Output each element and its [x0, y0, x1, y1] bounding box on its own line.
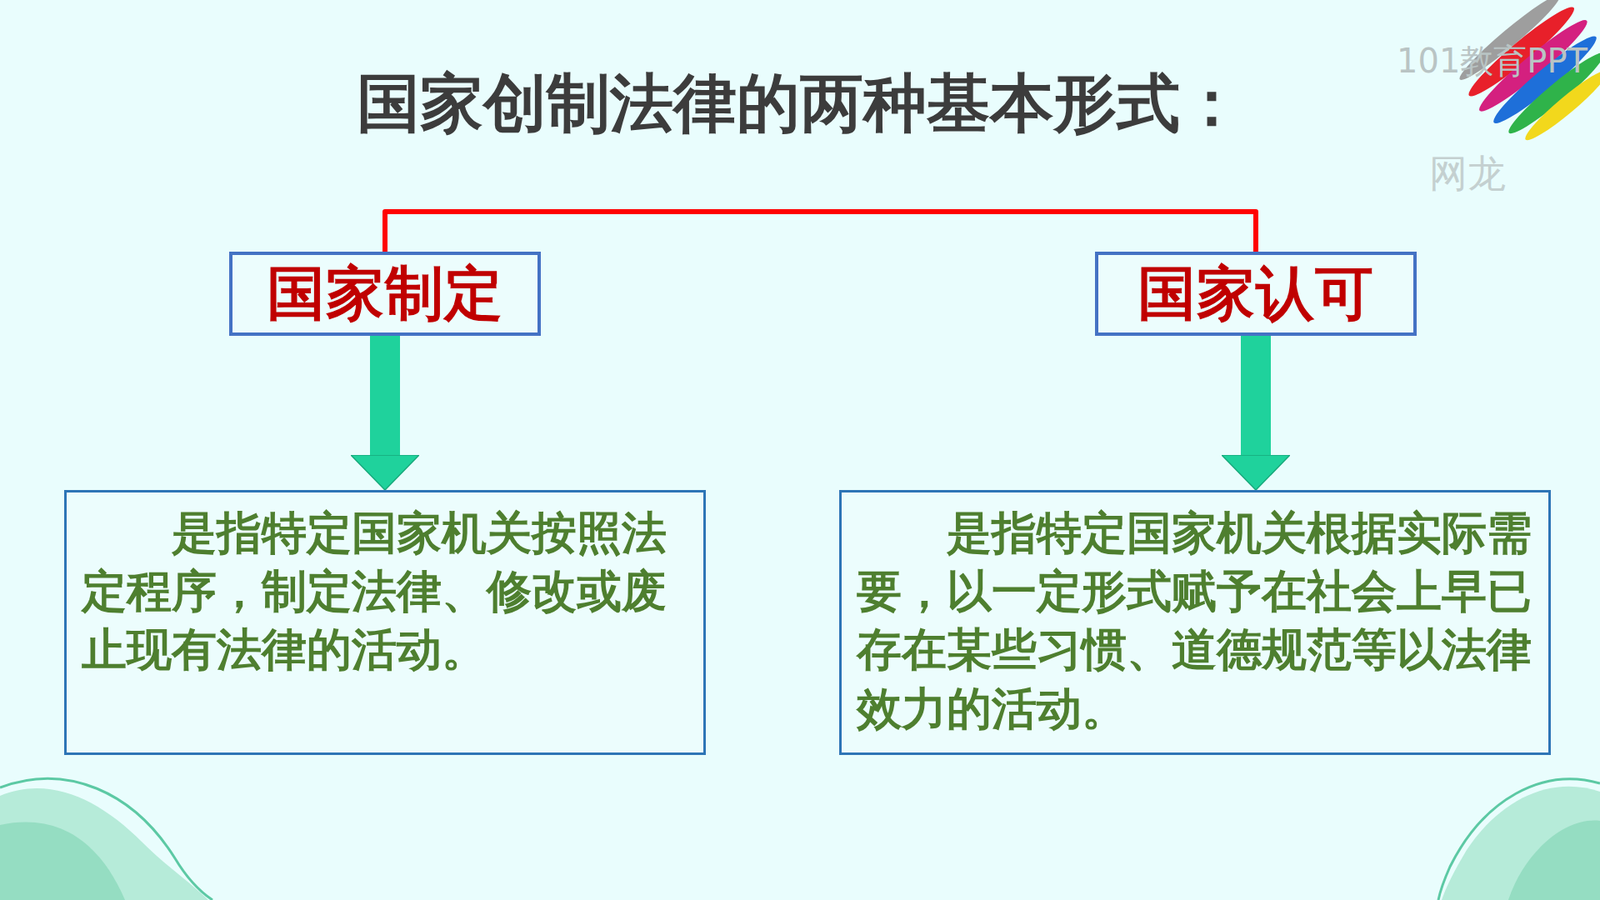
definition-text: 是指特定国家机关根据实际需要，以一定形式赋予在社会上早已存在某些习惯、道德规范等… [856, 504, 1534, 739]
block-arrow [1240, 335, 1271, 456]
watermark: 网龙 [1429, 148, 1506, 200]
wave-left-line [0, 778, 213, 900]
heading-box: 国家认可 [1095, 251, 1417, 336]
heading-text: 国家认可 [1137, 260, 1375, 328]
heading-text: 国家制定 [266, 260, 504, 328]
definition-box: 是指特定国家机关根据实际需要，以一定形式赋予在社会上早已存在某些习惯、道德规范等… [839, 490, 1551, 755]
definition-box: 是指特定国家机关按照法定程序，制定法律、修改或废止现有法律的活动。 [64, 490, 706, 755]
heading-box: 国家制定 [229, 251, 541, 336]
bracket-connector [385, 211, 1256, 252]
definition-text: 是指特定国家机关按照法定程序，制定法律、修改或废止现有法律的活动。 [81, 504, 689, 680]
wave-left-inner [0, 822, 125, 900]
wave-right-inner [1508, 820, 1600, 900]
wave-right [1441, 786, 1600, 900]
wave-left [0, 788, 209, 900]
corner-waves [0, 778, 1600, 900]
wave-right-line [1438, 779, 1600, 900]
title: 国家创制法律的两种基本形式： [0, 68, 1600, 139]
watermark: 101教育PPT [1396, 38, 1588, 85]
block-arrow [370, 335, 400, 456]
